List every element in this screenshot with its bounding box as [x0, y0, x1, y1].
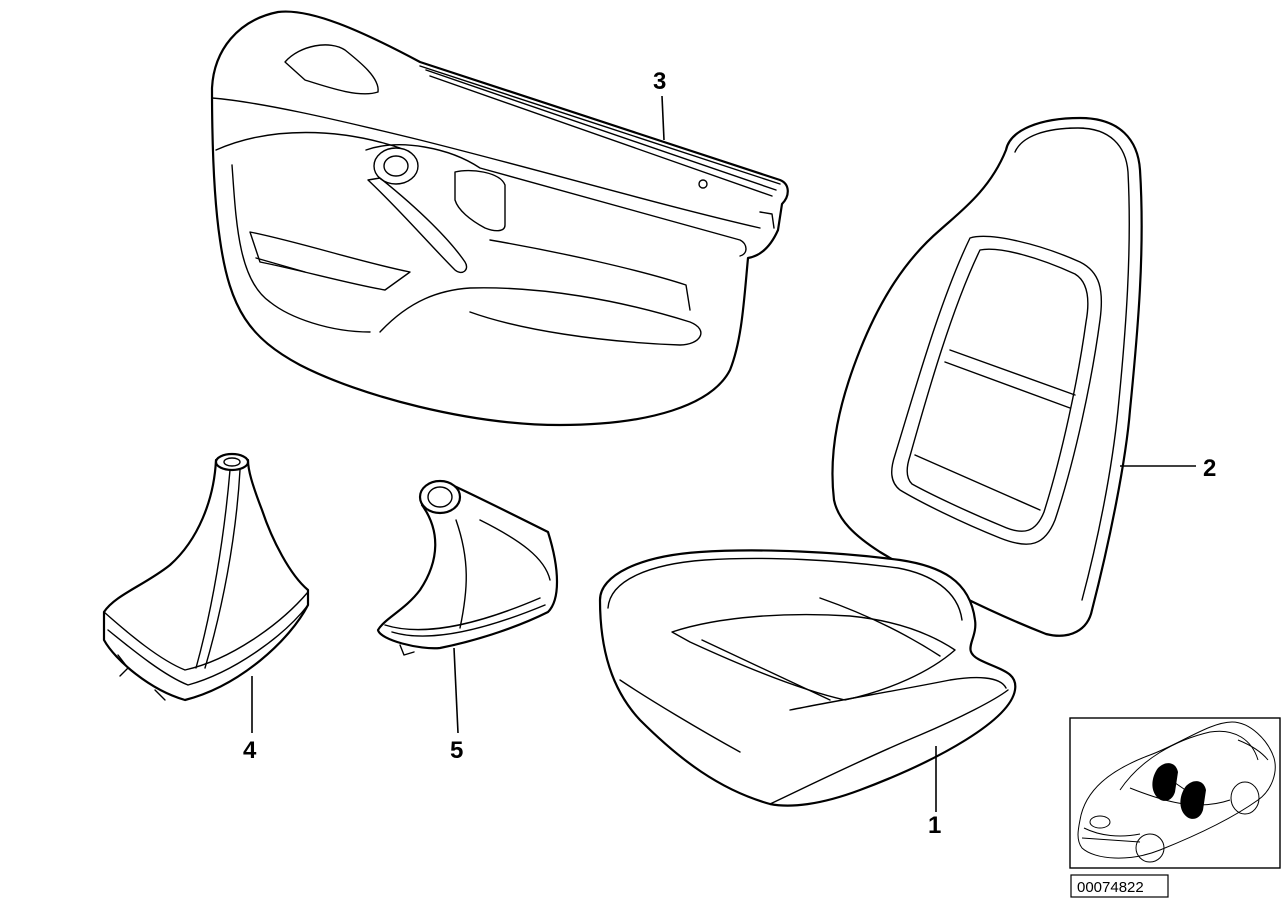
car-locator-inset	[1069, 717, 1281, 869]
callout-1: 1	[928, 812, 941, 839]
diagram-reference-box: 00074822	[1070, 874, 1169, 898]
shift-boot-illustration	[102, 452, 310, 702]
seat-backrest-illustration	[831, 116, 1143, 637]
door-panel-illustration	[210, 10, 789, 427]
handbrake-boot-illustration	[376, 479, 559, 656]
callout-4: 4	[243, 737, 257, 764]
seat-cushion-illustration	[598, 549, 1017, 807]
diagram-reference-number: 00074822	[1077, 879, 1144, 896]
leader-lines	[251, 95, 1196, 812]
callout-5: 5	[450, 737, 463, 764]
callout-2: 2	[1203, 455, 1216, 482]
callout-3: 3	[653, 68, 666, 95]
